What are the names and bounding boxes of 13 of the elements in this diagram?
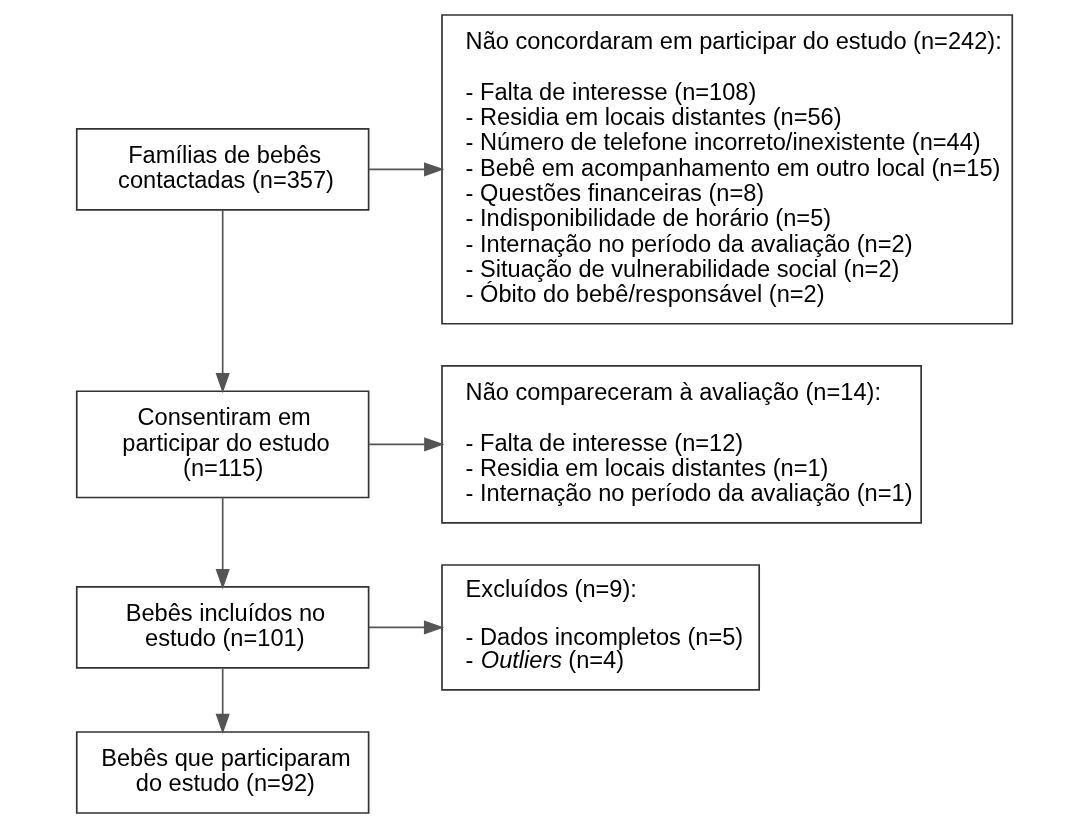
node-box: Consentiram em participar do estudo (n=115) <box>75 390 370 499</box>
node-box: Excluídos (n=9): - Dados incompletos (n=5) - Outliers (n=4) <box>441 564 761 691</box>
arrow <box>215 496 230 590</box>
node-box: Bebês incluídos no estudo (n=101) <box>75 586 370 669</box>
arrow <box>368 620 445 635</box>
arrow <box>215 667 230 735</box>
arrow <box>215 209 230 394</box>
node-box: Não compareceram à avaliação (n=14): - Falta de interesse (n=12) - Residia em locais distantes (n=1) - Internação no período da avaliação (n=1) <box>441 365 922 524</box>
node-box: Não concordaram em participar do estudo (n=242): - Falta de interesse (n=108) - Residia em locais distantes (n=56) - Número de telefone incorreto/inexistente (n=44) - Bebê em acompanhamento em outro local (n=15) - Questões financeiras (n=8) - Indisponibilidade de horário (n=5) - Internação no período da avaliação (n=2) - Situação de vulnerabilidade social (n=2) - Óbito do bebê/responsável (n=2) <box>441 14 1014 325</box>
node-box: Bebês que participaram do estudo (n=92) <box>75 731 370 814</box>
node-box: Famílias de bebês contactadas (n=357) <box>75 128 370 211</box>
arrow <box>367 437 445 452</box>
arrow <box>368 162 445 177</box>
